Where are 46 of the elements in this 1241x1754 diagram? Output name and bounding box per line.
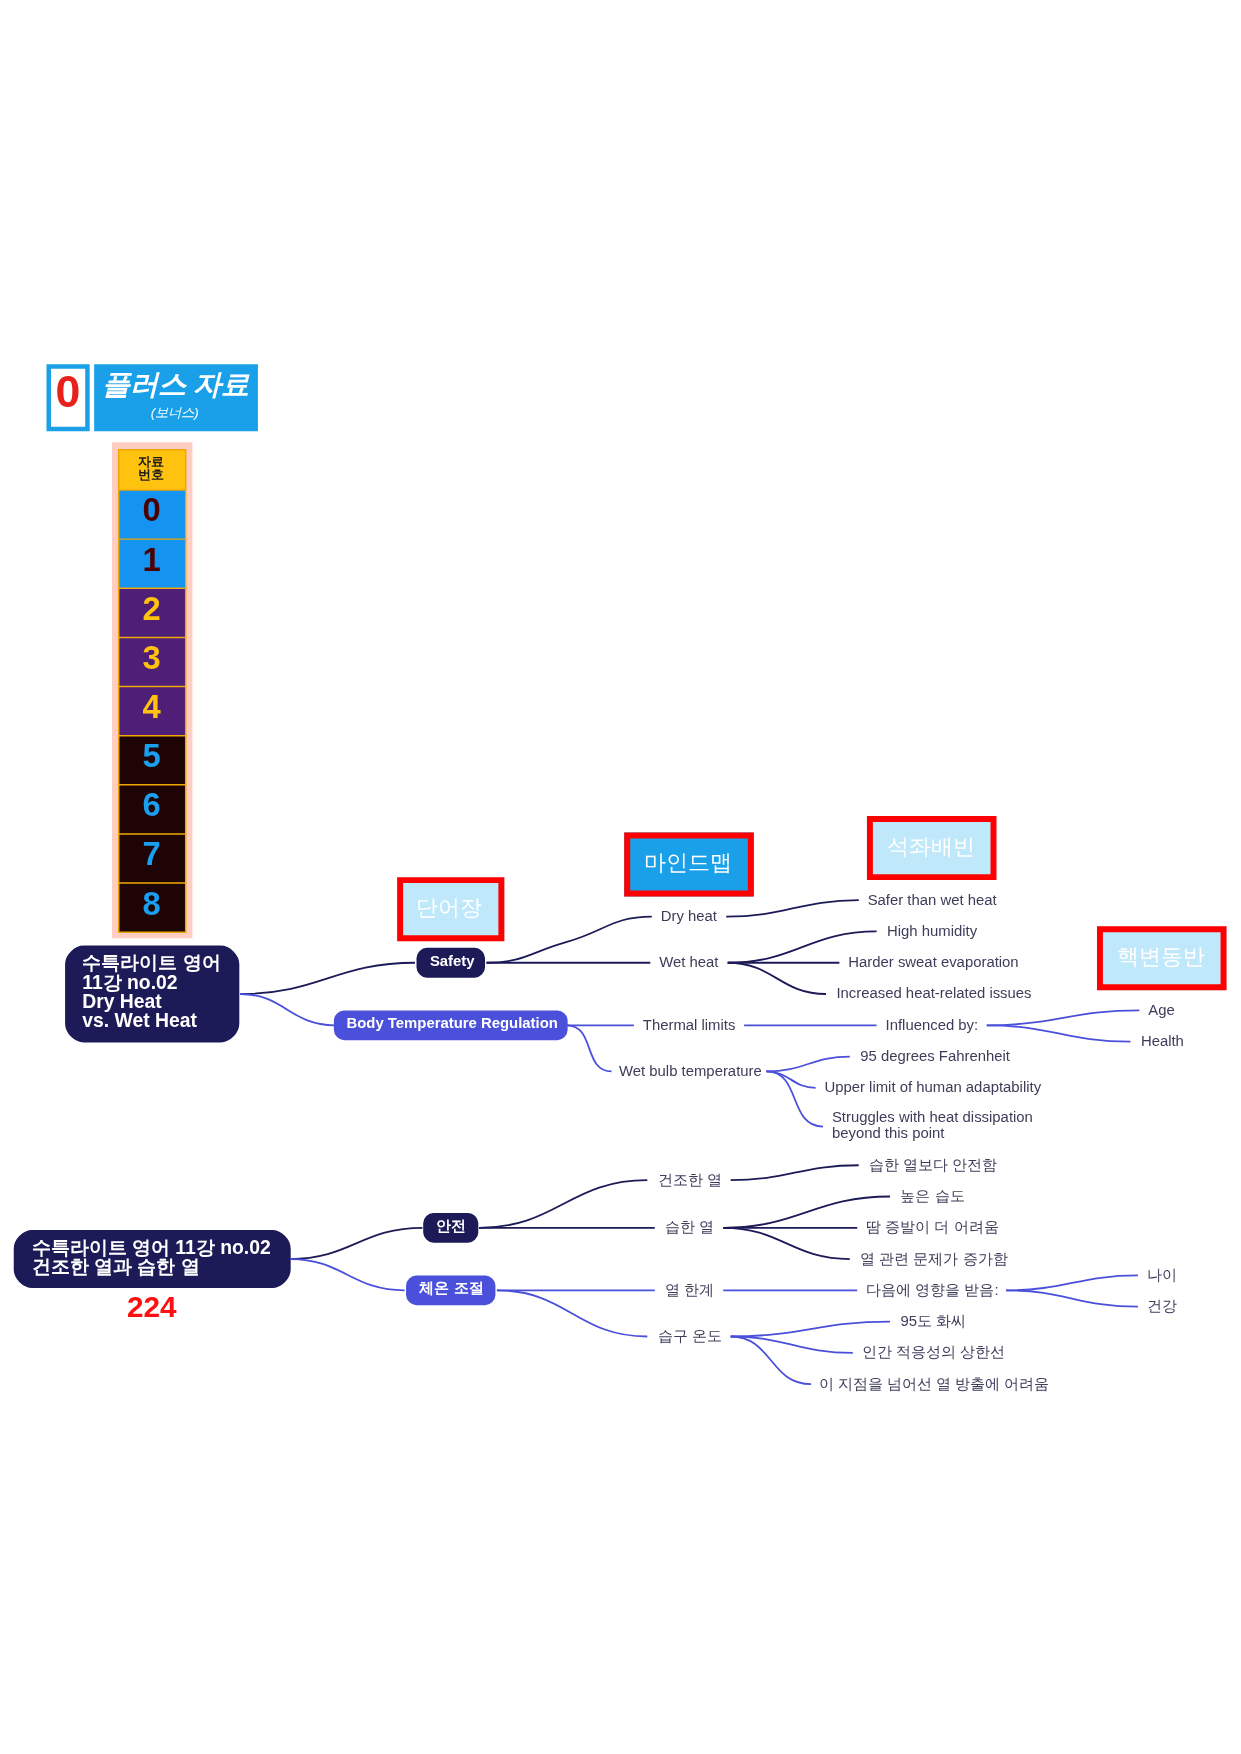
node-text: 열 한계	[665, 1281, 715, 1298]
node-text: 습구 온도	[657, 1327, 722, 1344]
label: 6	[142, 785, 161, 823]
label: 석좌배빈	[887, 833, 976, 859]
label: 5	[142, 736, 161, 774]
label: 마인드맵	[644, 849, 733, 875]
label: 0	[142, 490, 161, 528]
label: 2	[142, 589, 161, 627]
node-text: Wet heat	[659, 953, 719, 970]
node-text: Harder sweat evaporation	[848, 953, 1019, 970]
label: (보너스)	[150, 404, 199, 420]
label: 224	[126, 1289, 177, 1323]
node-text: 습한 열보다 안전함	[869, 1156, 998, 1173]
label: 1	[142, 540, 161, 578]
node-text: 습한 열	[665, 1218, 715, 1235]
node-text: Wet bulb temperature	[619, 1062, 762, 1079]
label: 핵변동반	[1117, 943, 1206, 969]
label: 0	[55, 366, 81, 416]
node-text: Dry heat	[660, 907, 717, 924]
node-text: 다음에 영향을 받음:	[866, 1281, 999, 1298]
label: 단어장	[416, 894, 483, 920]
node-text: 높은 습도	[900, 1187, 965, 1204]
label: 7	[142, 834, 161, 872]
label: 4	[142, 687, 161, 725]
node-text: 이 지점을 넘어선 열 방출에 어려움	[818, 1375, 1050, 1392]
node-text: 땀 증발이 더 어려움	[866, 1218, 999, 1235]
node-text: Influenced by:	[885, 1016, 979, 1033]
label: 플러스 자료	[101, 367, 250, 400]
node-text: 열 관련 문제가 증가함	[860, 1250, 1008, 1267]
node-text: Age	[1148, 1001, 1175, 1018]
node-text: Struggles with heat dissipation beyond this point	[831, 1108, 1033, 1141]
node-text: High humidity	[887, 922, 978, 939]
node-text: 건강	[1146, 1297, 1177, 1314]
node-text: 인간 적응성의 상한선	[861, 1343, 1005, 1360]
label: 자료 번호	[138, 453, 165, 482]
node-text: 건조한 열	[657, 1171, 722, 1188]
node-text: 95 degrees Fahrenheit	[860, 1047, 1010, 1064]
node-text: Health	[1140, 1032, 1184, 1049]
node-text: 95도 화씨	[900, 1312, 967, 1329]
label: 8	[142, 884, 161, 921]
node-text: 나이	[1146, 1266, 1177, 1283]
node-text: Thermal limits	[642, 1016, 736, 1033]
node-text: Increased heat-related issues	[836, 984, 1032, 1001]
node-text: Upper limit of human adaptability	[824, 1078, 1042, 1095]
node-text: Safer than wet heat	[867, 891, 997, 908]
label: 3	[142, 638, 161, 676]
